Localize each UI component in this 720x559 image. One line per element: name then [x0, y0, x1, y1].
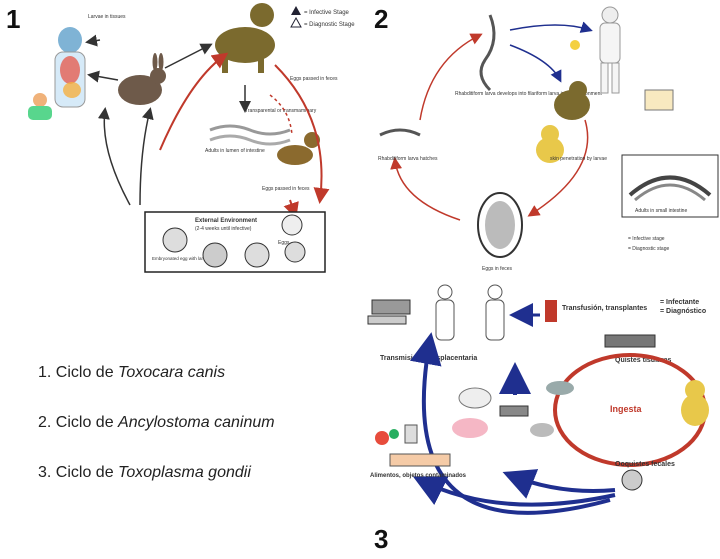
larvae-label: Larvae in tissues [88, 14, 126, 20]
ooquistes-label: Ooquistes fecales [615, 461, 675, 468]
panel-number-1: 1 [6, 4, 21, 34]
toxoplasma-cycle-illustration: = Infectante = Diagnóstico Transfusión, … [367, 284, 709, 515]
svg-text:Embryonated egg with larva: Embryonated egg with larva [152, 256, 208, 261]
rhabditiform-larva-icon [379, 128, 421, 137]
hatches-label: Rhabditiform larva hatches [378, 156, 438, 162]
svg-text:= Infective Stage: = Infective Stage [304, 10, 350, 16]
human-icon-2 [599, 6, 621, 94]
rhabditiform-label: Rhabditiform larva develops into filarif… [455, 91, 602, 97]
eggs-label: Eggs passed in feces [290, 76, 338, 82]
sandbox-icon [644, 89, 674, 111]
puppy-icon [277, 132, 320, 165]
blood-bag-icon [545, 300, 557, 322]
transmission-label: Transparental or transmammary [245, 108, 317, 114]
dog-icon-2 [554, 81, 590, 120]
caption-1: 1. Ciclo de Toxocara canis [38, 364, 226, 381]
external-environment-box: External Environment (2-4 weeks until in… [144, 211, 326, 273]
svg-text:Adults in small intestine: Adults in small intestine [635, 208, 687, 214]
eggs-label-2: Eggs passed in feces [262, 186, 310, 192]
rabbit-icon [118, 53, 166, 105]
svg-text:(2-4 weeks until infective): (2-4 weeks until infective) [195, 226, 252, 232]
toxoplasma-cycle-diagram: 3 = Infectante = Diagnóstico Transfusión… [360, 280, 720, 554]
alimentos-label: Alimentos, objetos contaminados [370, 473, 467, 479]
tissue-section-icon [371, 299, 411, 315]
cat-icon [536, 125, 564, 163]
toxocara-cycle-illustration: = Infective Stage = Diagnostic Stage [28, 3, 355, 273]
food-icon [375, 431, 389, 445]
caption-3: 3. Ciclo de Toxoplasma gondii [38, 464, 251, 481]
oocyst-icon [621, 469, 643, 491]
adult-worms-icon [209, 124, 291, 146]
quistes-label: Quistes tisulares [615, 357, 672, 364]
eggs-feces-label: Eggs in feces [482, 266, 513, 272]
cat-icon-2 [681, 380, 709, 426]
filariform-larva-icon [479, 14, 496, 92]
egg-icon [477, 192, 523, 258]
human-icon [54, 27, 86, 108]
legend-3-line-2: = Diagnóstico [660, 308, 706, 315]
svg-text:= Diagnostic Stage: = Diagnostic Stage [304, 22, 355, 28]
litter-box-icon [389, 453, 451, 467]
skin-penetration-label: skin penetration by larvae [550, 156, 607, 162]
transfusion-label: Transfusión, transplantes [562, 305, 647, 312]
dog-icon [215, 3, 275, 73]
legend-3-line-1: = Infectante [660, 299, 699, 306]
legend-2-line-2: = Diagnostic stage [628, 246, 669, 252]
human-figures [435, 284, 505, 341]
adults-intestine-box: Adults in small intestine [621, 154, 719, 218]
ingesta-label: Ingesta [610, 404, 643, 414]
svg-text:Eggs: Eggs [278, 240, 290, 246]
caption-2: 2. Ciclo de Ancylostoma caninum [38, 414, 275, 431]
legend-2-line-1: = Infective stage [628, 236, 665, 242]
panel-number-3: 3 [374, 524, 389, 554]
panel-number-2: 2 [374, 4, 389, 34]
bird-icon [546, 381, 574, 395]
tissue-cyst-icon [604, 334, 656, 348]
toxocara-cycle-diagram: 1 = Infective Stage = Diagnostic Stage [0, 0, 360, 280]
pig-icon [452, 418, 488, 438]
legend-1: = Infective Stage = Diagnostic Stage [290, 6, 355, 28]
sheep-icon [458, 387, 492, 409]
svg-text:External Environment: External Environment [195, 218, 257, 224]
adults-label: Adults in lumen of intestine [205, 148, 265, 154]
ancylostoma-cycle-diagram: 2 Rhabditiform larva develops into filar… [360, 0, 720, 280]
mouse-icon [530, 423, 554, 437]
ancylostoma-cycle-illustration: Rhabditiform larva develops into filarif… [378, 6, 719, 272]
child-icon [28, 93, 52, 120]
